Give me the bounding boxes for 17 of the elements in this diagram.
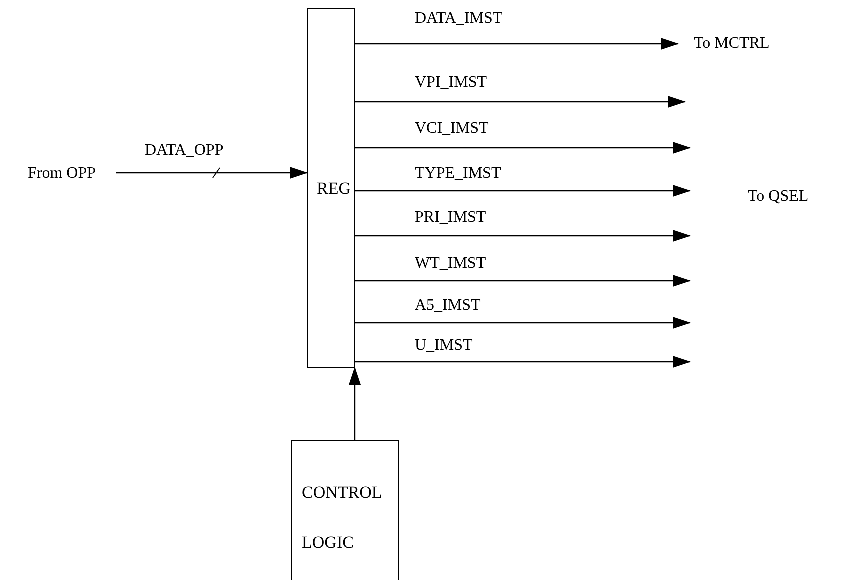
signal-arrow <box>349 367 361 440</box>
signal-arrow <box>355 230 691 242</box>
signal-arrow <box>116 167 308 179</box>
signal-arrow <box>355 96 686 108</box>
destination-label: To QSEL <box>748 187 809 207</box>
signal-arrow <box>355 38 679 50</box>
signal-arrow <box>355 185 691 197</box>
signal-arrow <box>355 317 691 329</box>
logic-block <box>291 440 399 580</box>
signal-arrow <box>355 356 691 368</box>
register-block <box>307 8 355 368</box>
signal-arrow <box>355 142 691 154</box>
signal-arrow <box>355 275 691 287</box>
block-label: CONTROL LOGIC <box>302 482 383 554</box>
block-label: REG <box>317 178 351 200</box>
signal-label: To MCTRL <box>678 32 770 56</box>
signal-label: From OPP <box>12 162 96 186</box>
